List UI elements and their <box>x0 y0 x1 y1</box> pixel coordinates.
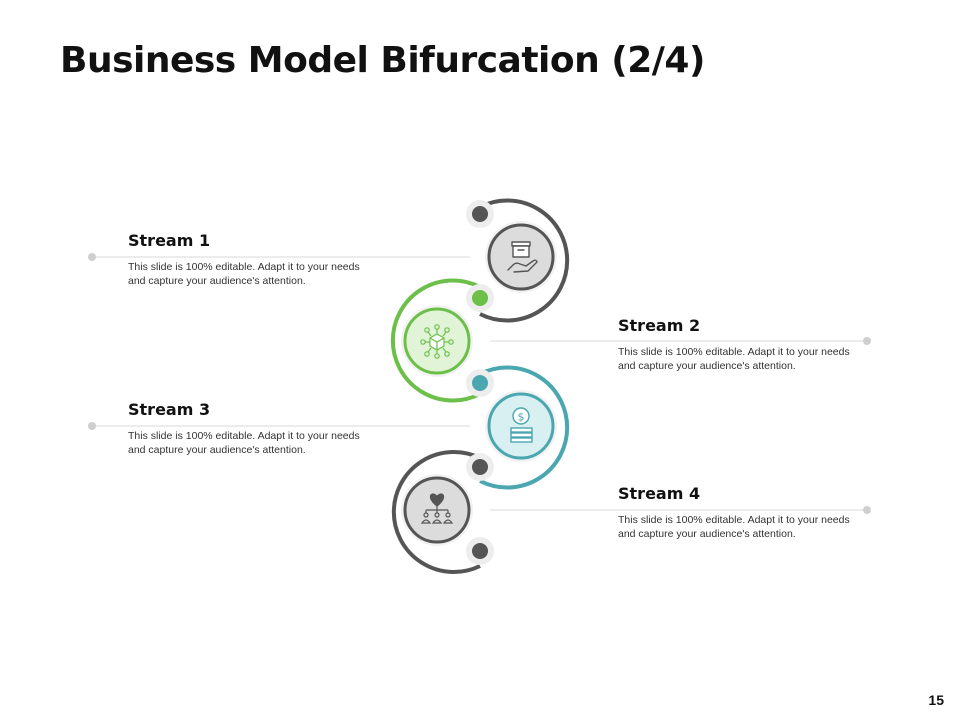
stream-3-description: This slide is 100% editable. Adapt it to… <box>128 430 360 456</box>
stream-2-ring <box>390 278 481 403</box>
stream-4-ring <box>391 450 481 574</box>
connector-dot <box>863 506 871 514</box>
stream-3-ring <box>479 365 570 490</box>
stream-2-description: This slide is 100% editable. Adapt it to… <box>618 346 850 372</box>
stream-2-block: Stream 2 This slide is 100% editable. Ad… <box>618 316 868 373</box>
stream-1-label: Stream 1 <box>128 231 211 250</box>
svg-text:$: $ <box>518 411 525 424</box>
page-number: 15 <box>928 692 944 708</box>
dollar-coins-icon: $ <box>510 407 533 443</box>
stream-1-block: Stream 1 This slide is 100% editable. Ad… <box>128 231 378 288</box>
box-in-hand-icon <box>507 241 538 273</box>
connector-dot <box>88 253 96 261</box>
heart-hierarchy-icon <box>420 493 454 524</box>
stream-2-label: Stream 2 <box>618 316 701 335</box>
connector-lines <box>92 256 867 511</box>
connector-dot <box>88 422 96 430</box>
ring-end-dot <box>472 375 488 391</box>
connector-dot <box>863 337 871 345</box>
ring-end-dot <box>472 459 488 475</box>
network-cube-icon <box>420 324 454 359</box>
stream-1-description: This slide is 100% editable. Adapt it to… <box>128 261 360 287</box>
ring-end-dot <box>472 290 488 306</box>
ring-end-dot <box>472 543 488 559</box>
stream-3-block: Stream 3 This slide is 100% editable. Ad… <box>128 400 378 457</box>
stream-1-ring <box>479 198 570 323</box>
page-title: Business Model Bifurcation (2/4) <box>60 40 705 81</box>
stream-4-block: Stream 4 This slide is 100% editable. Ad… <box>618 484 868 541</box>
stream-3-label: Stream 3 <box>128 400 211 419</box>
stream-4-label: Stream 4 <box>618 484 701 503</box>
ring-end-dot <box>472 206 488 222</box>
stream-4-description: This slide is 100% editable. Adapt it to… <box>618 514 850 540</box>
